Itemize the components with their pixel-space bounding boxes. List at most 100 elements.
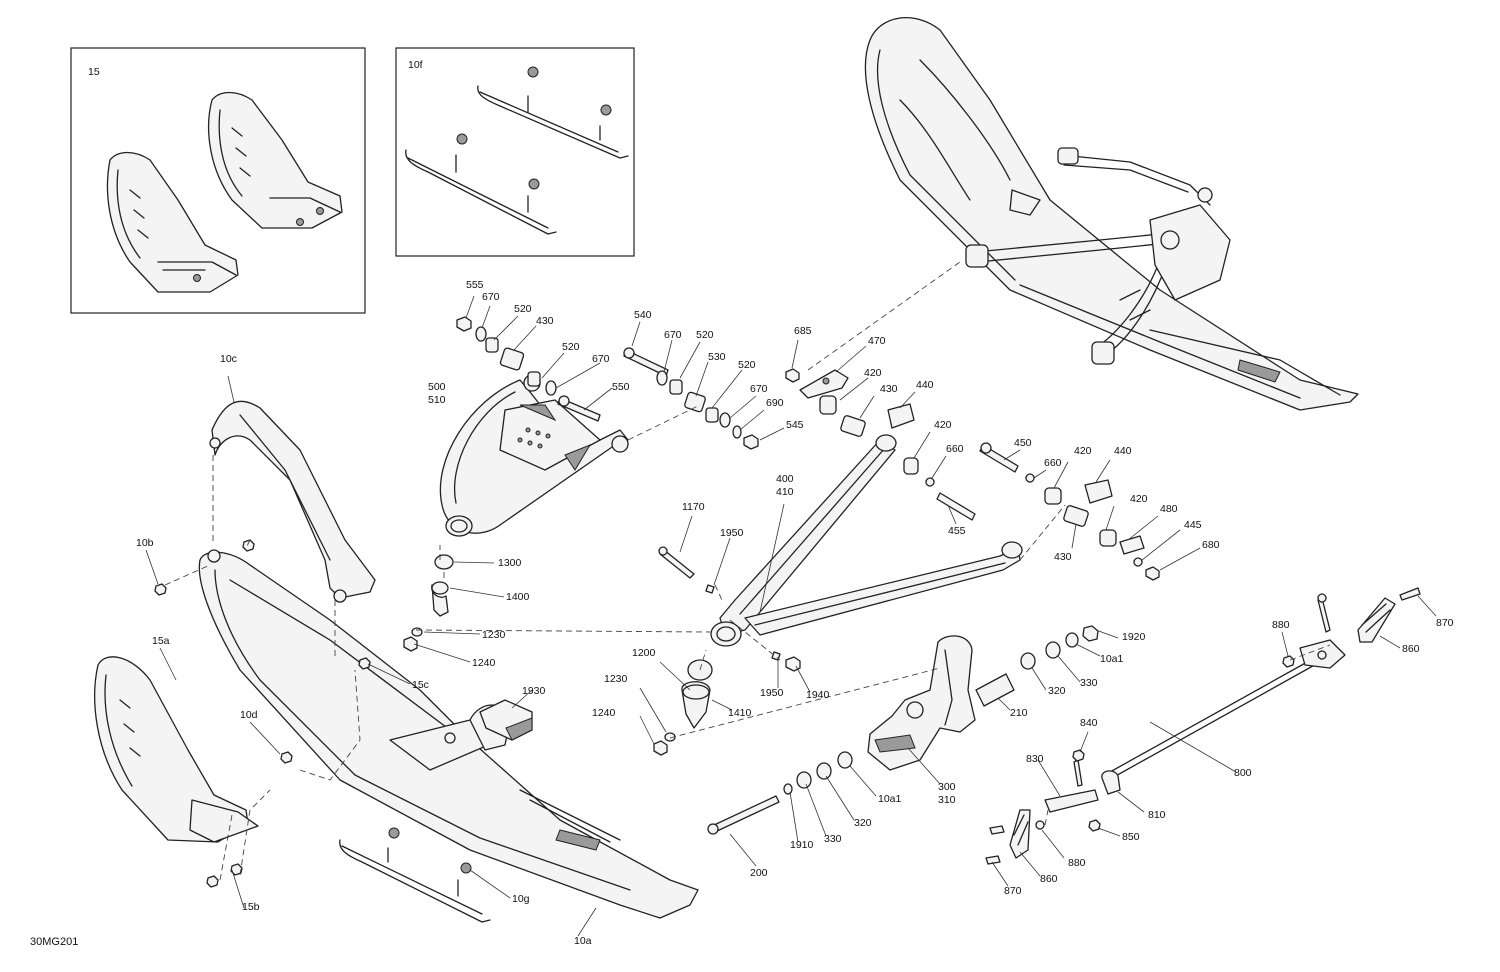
callout-c540: 540 bbox=[634, 309, 652, 321]
inset-label-15: 15 bbox=[88, 66, 100, 78]
callout-c430b: 430 bbox=[880, 383, 898, 395]
callout-c10a1b: 10a1 bbox=[878, 793, 902, 805]
inset-box-10f: 10f bbox=[395, 47, 635, 257]
inset-label-10f: 10f bbox=[408, 59, 423, 71]
callout-c320a: 320 bbox=[1048, 685, 1066, 697]
callout-c300-1: 310 bbox=[938, 794, 956, 806]
callout-c200: 200 bbox=[750, 867, 768, 879]
inset-box-15: 15 bbox=[70, 47, 366, 314]
main-ski-10a bbox=[198, 549, 699, 919]
callout-c850: 850 bbox=[1122, 831, 1140, 843]
callout-c680: 680 bbox=[1202, 539, 1220, 551]
callout-c420a: 420 bbox=[864, 367, 882, 379]
callout-c880b: 880 bbox=[1068, 857, 1086, 869]
callout-c15b: 15b bbox=[242, 901, 260, 913]
callout-c550: 550 bbox=[612, 381, 630, 393]
carbide-runner-10g bbox=[339, 827, 491, 923]
callout-c430a: 430 bbox=[536, 315, 554, 327]
callout-c520d: 520 bbox=[738, 359, 756, 371]
alignment-lines bbox=[164, 261, 1331, 881]
callout-c500-0: 500 bbox=[428, 381, 446, 393]
callout-c1230b: 1230 bbox=[604, 673, 628, 685]
callout-c330a: 330 bbox=[1080, 677, 1098, 689]
callout-c430c: 430 bbox=[1054, 551, 1072, 563]
callout-c860b: 860 bbox=[1040, 873, 1058, 885]
callout-c480: 480 bbox=[1160, 503, 1178, 515]
callout-c690: 690 bbox=[766, 397, 784, 409]
callout-c1930: 1930 bbox=[522, 685, 546, 697]
callout-c670b: 670 bbox=[592, 353, 610, 365]
screws-misc bbox=[154, 539, 371, 888]
ski-handle-10c bbox=[209, 400, 376, 603]
callout-c1240a: 1240 bbox=[472, 657, 496, 669]
callout-c470: 470 bbox=[868, 335, 886, 347]
bolt-1940 bbox=[771, 651, 801, 672]
skid-plate-left bbox=[106, 151, 239, 293]
assembled-ski-view bbox=[864, 17, 1359, 411]
callout-c685: 685 bbox=[794, 325, 812, 337]
callout-c500-1: 510 bbox=[428, 394, 446, 406]
link-830 bbox=[1044, 749, 1101, 832]
spindle-hardware-lower bbox=[707, 751, 853, 835]
callout-c1950b: 1950 bbox=[760, 687, 784, 699]
upper-a-arm bbox=[439, 374, 629, 537]
callout-c330b: 330 bbox=[824, 833, 842, 845]
callout-c830: 830 bbox=[1026, 753, 1044, 765]
leader-lines bbox=[145, 295, 1437, 937]
skid-plate-right bbox=[207, 91, 343, 229]
callout-c10a: 10a bbox=[574, 935, 592, 947]
callout-c1920: 1920 bbox=[1122, 631, 1146, 643]
callout-c10g: 10g bbox=[512, 893, 530, 905]
callout-c440b: 440 bbox=[1114, 445, 1132, 457]
callout-c10a1a: 10a1 bbox=[1100, 653, 1124, 665]
callout-c455: 455 bbox=[948, 525, 966, 537]
callout-c1240b: 1240 bbox=[592, 707, 616, 719]
callout-c520b: 520 bbox=[562, 341, 580, 353]
bumper-pad-1930 bbox=[479, 699, 533, 741]
callout-c840: 840 bbox=[1080, 717, 1098, 729]
carbide-runner-upper bbox=[477, 66, 629, 159]
callout-c1230a: 1230 bbox=[482, 629, 506, 641]
callout-c10d: 10d bbox=[240, 709, 258, 721]
spindle bbox=[867, 635, 976, 771]
lower-a-arm bbox=[710, 434, 1023, 647]
tie-rod-800 bbox=[1101, 593, 1346, 795]
callout-c420c: 420 bbox=[1074, 445, 1092, 457]
callout-c670d: 670 bbox=[750, 383, 768, 395]
callout-c530: 530 bbox=[708, 351, 726, 363]
callout-c800: 800 bbox=[1234, 767, 1252, 779]
callout-c1170: 1170 bbox=[682, 501, 705, 513]
callout-c400-0: 400 bbox=[776, 473, 794, 485]
callout-c420b: 420 bbox=[934, 419, 952, 431]
ball-joint-upper-stack bbox=[403, 554, 454, 652]
callout-c15c: 15c bbox=[412, 679, 429, 691]
lower-arm-hardware-upper bbox=[819, 395, 976, 521]
callout-c1940: 1940 bbox=[806, 689, 830, 701]
callout-c320b: 320 bbox=[854, 817, 872, 829]
spindle-hardware-upper bbox=[975, 625, 1099, 707]
callout-c520a: 520 bbox=[514, 303, 532, 315]
callout-c860a: 860 bbox=[1402, 643, 1420, 655]
callout-c1300: 1300 bbox=[498, 557, 522, 569]
callout-c670c: 670 bbox=[664, 329, 682, 341]
callout-c1910: 1910 bbox=[790, 839, 814, 851]
callout-c870a: 870 bbox=[1436, 617, 1454, 629]
callout-c670a: 670 bbox=[482, 291, 500, 303]
callout-c520c: 520 bbox=[696, 329, 714, 341]
callout-c1410: 1410 bbox=[728, 707, 752, 719]
callout-c870b: 870 bbox=[1004, 885, 1022, 897]
callout-c15a: 15a bbox=[152, 635, 170, 647]
skid-plate-15a bbox=[94, 656, 259, 843]
callout-c440a: 440 bbox=[916, 379, 934, 391]
bolt-1170 bbox=[658, 546, 715, 594]
callout-c545: 545 bbox=[786, 419, 804, 431]
callout-c420d: 420 bbox=[1130, 493, 1148, 505]
callout-c810: 810 bbox=[1148, 809, 1166, 821]
callout-c450: 450 bbox=[1014, 437, 1032, 449]
carbide-runner-lower bbox=[405, 133, 557, 235]
callout-c300-0: 300 bbox=[938, 781, 956, 793]
ball-joint-lower-stack bbox=[653, 659, 713, 756]
callout-c555: 555 bbox=[466, 279, 484, 291]
callout-c210: 210 bbox=[1010, 707, 1028, 719]
